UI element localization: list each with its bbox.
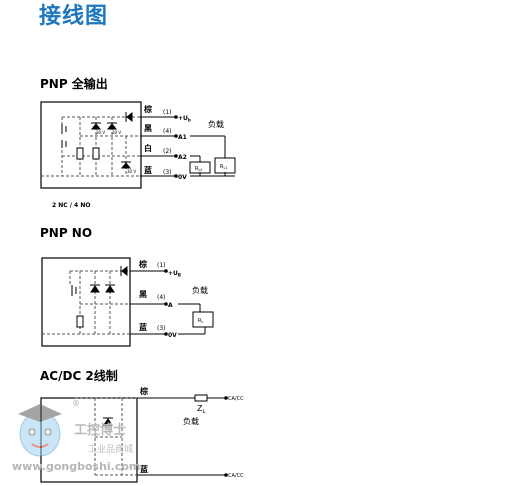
term-ub: +Ub	[178, 115, 191, 123]
pin-4: (4)	[157, 294, 166, 301]
term-ub: +UB	[168, 270, 181, 278]
term-a2: A2	[178, 154, 187, 161]
page-title: 接线图	[39, 4, 109, 29]
watermark-url: www.gongboshi.com	[12, 460, 140, 473]
load-label: 负载	[208, 119, 224, 129]
watermark-logo: ® 工控博士 工业品商城 www.gongboshi.com	[12, 399, 140, 473]
output-note: 2 NC / 4 NO	[52, 202, 90, 209]
wire-label-black: 黑	[144, 123, 152, 133]
wire-label-blue: 蓝	[139, 322, 147, 332]
load-resistor-rl2	[189, 161, 211, 174]
rl2-label: RL2	[195, 166, 203, 172]
section-heading-pnp-no: PNP NO	[40, 226, 93, 240]
term-a1: A1	[178, 134, 187, 141]
pin-3: (3)	[157, 325, 166, 332]
pin-1: (1)	[163, 109, 172, 116]
wire-label-brown: 棕	[139, 386, 148, 396]
load-label: 负载	[192, 285, 208, 295]
wire-label-black: 黑	[139, 289, 147, 299]
term-bottom: CA/CC	[228, 473, 244, 479]
term-a: A	[168, 302, 173, 309]
wire-label-brown: 棕	[143, 104, 152, 114]
zener-label-1: 30 V	[96, 130, 105, 135]
zl-label: ZL	[197, 404, 205, 415]
watermark-brand: 工控博士	[74, 422, 126, 438]
load-resistor-rl	[192, 311, 214, 328]
load-resistor-rl1	[214, 157, 236, 174]
zener-label-2: 30 V	[112, 130, 121, 135]
pin-3: (3)	[163, 169, 172, 176]
term-0v: 0V	[178, 174, 187, 181]
load-zl	[194, 394, 208, 402]
pin-4: (4)	[163, 128, 172, 135]
zener-label-3: 30 V	[127, 169, 136, 174]
rl-label: RL	[198, 318, 203, 324]
wire-label-white: 白	[144, 143, 152, 153]
watermark-reg: ®	[72, 399, 80, 408]
term-top: CA/CC	[228, 396, 244, 402]
sensor-housing	[41, 257, 131, 347]
pin-2: (2)	[163, 148, 172, 155]
rl1-label: RL1	[220, 164, 228, 170]
wire-label-blue: 蓝	[140, 464, 148, 474]
term-0v: 0V	[168, 332, 177, 339]
sensor-housing	[40, 101, 142, 189]
load-label: 负载	[183, 416, 199, 426]
section-heading-acdc: AC/DC 2线制	[40, 369, 118, 383]
section-heading-pnp-full: PNP 全输出	[40, 77, 108, 91]
pin-1: (1)	[157, 262, 166, 269]
wire-label-blue: 蓝	[144, 165, 152, 175]
watermark-subtitle: 工业品商城	[88, 443, 133, 455]
wire-label-brown: 棕	[138, 259, 147, 269]
